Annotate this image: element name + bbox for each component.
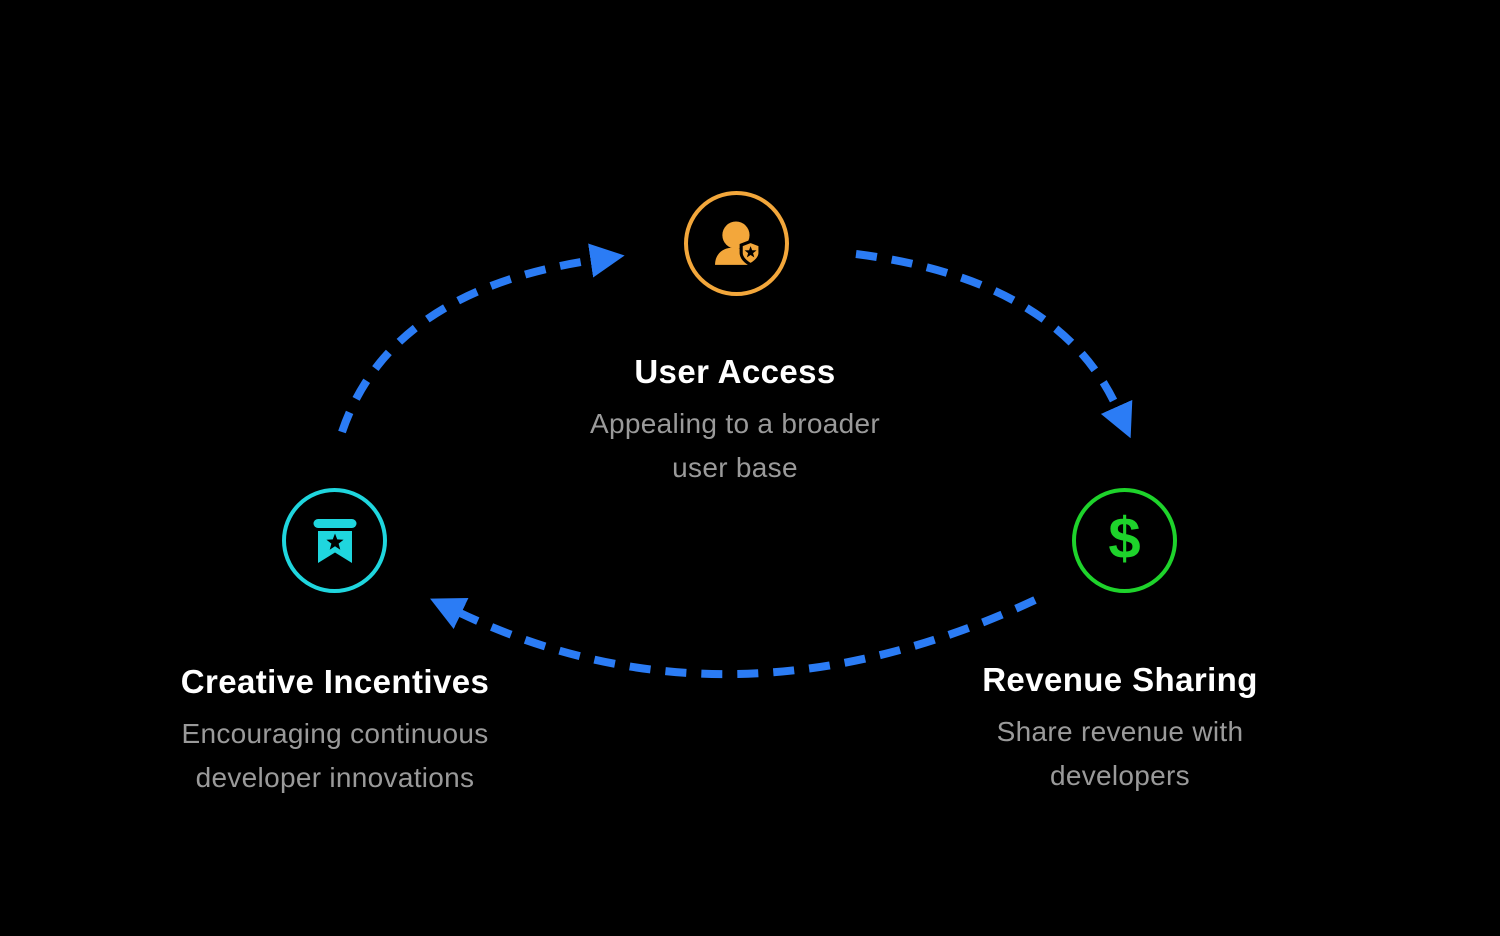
arrow-left-to-top [338, 243, 625, 434]
user-access-title: User Access [634, 353, 836, 390]
revenue-sharing-text: Revenue Sharing Share revenue with devel… [880, 660, 1360, 798]
creative-incentives-title: Creative Incentives [180, 663, 490, 700]
revenue-sharing-circle: $ [1072, 488, 1177, 593]
creative-incentives-description: Encouraging continuous developer innovat… [181, 718, 489, 793]
revenue-sharing-description: Share revenue with developers [996, 716, 1244, 791]
revenue-sharing-title: Revenue Sharing [982, 661, 1258, 698]
arrow-top-to-right [855, 250, 1133, 439]
creative-incentives-text: Creative Incentives Encouraging continuo… [95, 662, 575, 800]
user-access-description: Appealing to a broader user base [590, 408, 880, 483]
creative-incentives-circle [282, 488, 387, 593]
user-access-circle [684, 191, 789, 296]
arrow-right-to-left [430, 596, 1037, 679]
user-access-text: User Access Appealing to a broader user … [495, 352, 975, 490]
dollar-icon: $ [1108, 505, 1141, 571]
user-badge-icon [714, 221, 760, 266]
banner-star-icon [313, 518, 356, 563]
